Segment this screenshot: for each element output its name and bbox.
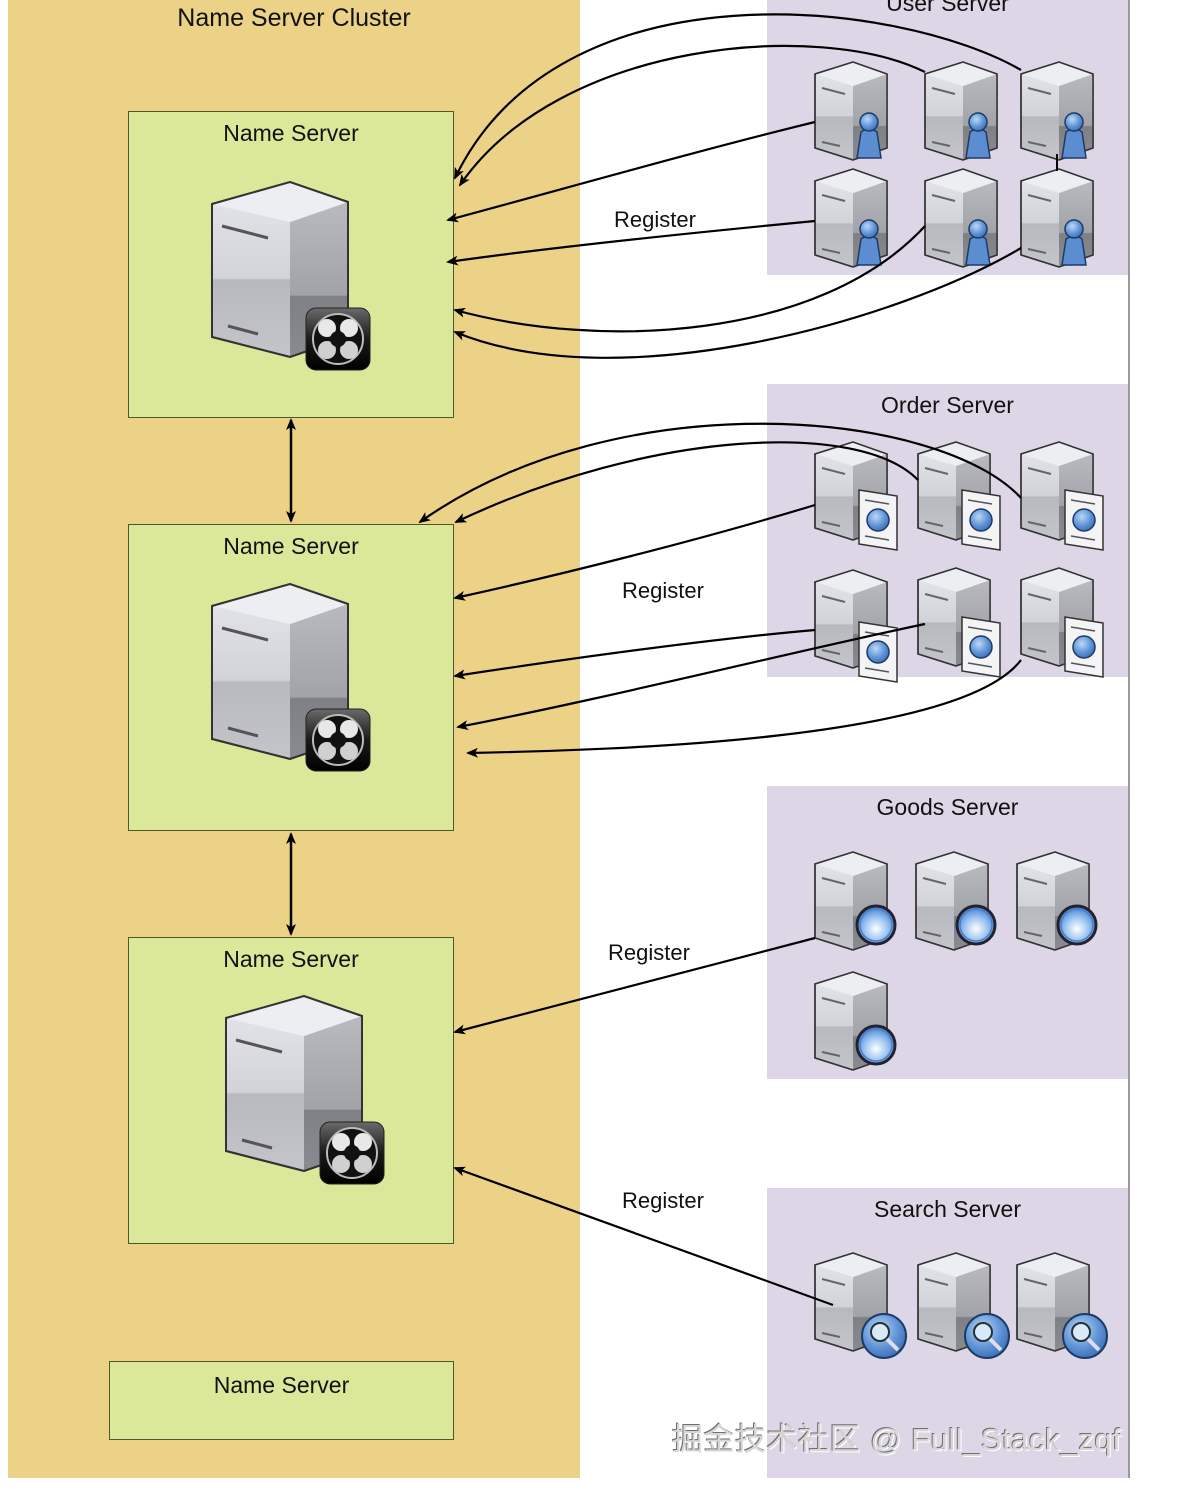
goods-server-node[interactable]: [1016, 851, 1098, 951]
user-icon: [965, 112, 991, 159]
order-server-node[interactable]: [814, 569, 898, 683]
group-label: Search Server: [873, 1196, 1021, 1222]
register-arrow: [466, 659, 1022, 758]
search-server-node[interactable]: [814, 1252, 908, 1360]
order-server-node[interactable]: [1020, 567, 1104, 678]
name-server-4[interactable]: Name Server: [109, 1361, 454, 1440]
user-server-node[interactable]: [1020, 168, 1094, 268]
goods-server-node[interactable]: [814, 971, 897, 1071]
lifebuoy-badge-icon: [319, 1121, 385, 1185]
user-icon: [856, 219, 882, 266]
document-globe-icon: [858, 489, 898, 551]
lifebuoy-badge-icon: [305, 708, 371, 772]
group-label: Order Server: [881, 392, 1014, 418]
cluster-title: Name Server Cluster: [177, 4, 411, 32]
document-globe-icon: [961, 616, 1001, 678]
goods-server-node[interactable]: [915, 851, 997, 951]
group-label: User Server: [886, 0, 1009, 16]
name-server-label: Name Server: [223, 533, 359, 559]
name-server-3[interactable]: Name Server: [128, 937, 454, 1244]
user-server-node[interactable]: [1020, 61, 1094, 161]
edge-label-register: Register: [622, 578, 704, 603]
register-arrow: [453, 225, 926, 333]
name-server-label: Name Server: [213, 1372, 350, 1398]
search-server-node[interactable]: [1016, 1252, 1109, 1360]
user-server-node[interactable]: [814, 168, 888, 268]
user-icon: [856, 112, 882, 159]
name-server-label: Name Server: [223, 120, 359, 146]
register-arrow: [453, 247, 1022, 359]
register-arrow: [454, 441, 919, 523]
magnifier-icon: [1061, 1312, 1109, 1360]
edge-label-register: Register: [622, 1188, 704, 1213]
order-server-node[interactable]: [917, 567, 1001, 678]
register-arrow: [458, 44, 926, 187]
edge-label-register: Register: [614, 207, 696, 232]
edge-label-register: Register: [608, 940, 690, 965]
register-arrow: [453, 628, 816, 680]
register-arrow: [453, 1166, 834, 1307]
lens-icon: [855, 904, 897, 946]
register-arrow: [453, 503, 816, 601]
group-label: Goods Server: [876, 794, 1019, 820]
goods-server-node[interactable]: [814, 851, 897, 951]
user-server-node[interactable]: [814, 61, 888, 161]
lens-icon: [955, 904, 997, 946]
user-server-node[interactable]: [924, 61, 998, 161]
lens-icon: [1056, 904, 1098, 946]
magnifier-icon: [963, 1312, 1011, 1360]
user-icon: [1061, 112, 1087, 159]
lifebuoy-badge-icon: [305, 307, 371, 371]
search-server-node[interactable]: [917, 1252, 1011, 1360]
document-globe-icon: [961, 489, 1001, 551]
divider: [1128, 0, 1130, 1478]
watermark: 掘金技术社区 @ Full_Stack_zqf: [672, 1422, 1122, 1457]
register-arrow: [454, 13, 1022, 180]
document-globe-icon: [1064, 489, 1104, 551]
register-arrow: [446, 219, 816, 266]
lens-icon: [855, 1024, 897, 1066]
magnifier-icon: [860, 1312, 908, 1360]
order-server-node[interactable]: [1020, 441, 1104, 551]
register-arrow: [456, 622, 926, 731]
name-server-label: Name Server: [223, 946, 359, 972]
register-arrow: [446, 120, 816, 223]
user-server-node[interactable]: [924, 168, 998, 268]
name-server-1[interactable]: Name Server: [128, 111, 454, 418]
user-icon: [965, 219, 991, 266]
document-globe-icon: [1064, 616, 1104, 678]
user-icon: [1061, 219, 1087, 266]
register-arrow: [453, 936, 816, 1035]
register-arrow: [418, 422, 1022, 524]
